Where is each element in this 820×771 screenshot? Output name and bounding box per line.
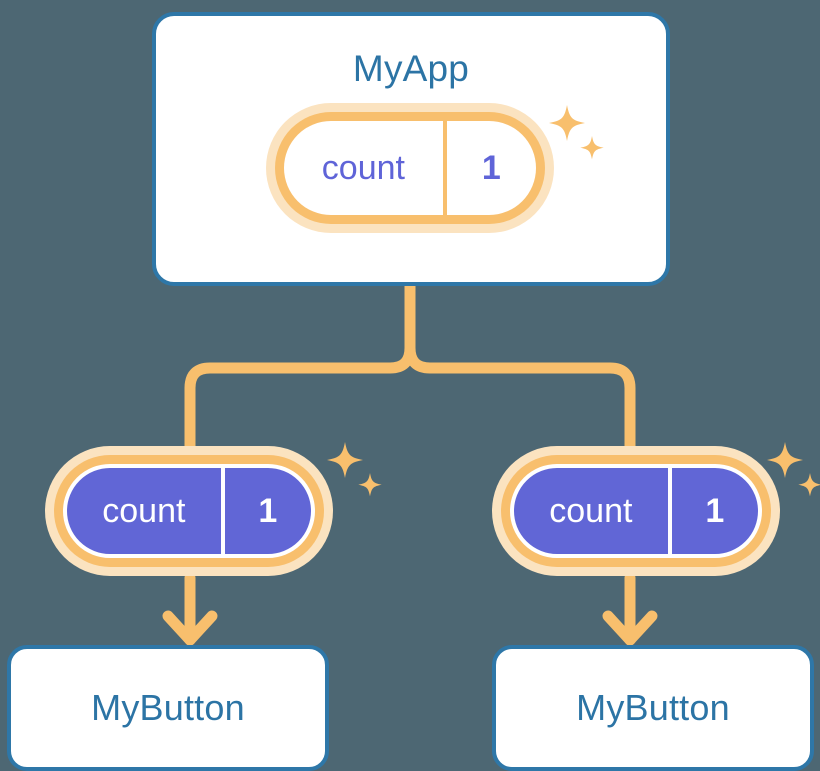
state-pill-child-0[interactable]: count 1 <box>45 446 333 576</box>
state-key: count <box>321 148 405 187</box>
state-pill-child-1[interactable]: count 1 <box>492 446 780 576</box>
pill-body: count 1 <box>63 464 315 558</box>
arrow-head-left <box>162 610 218 646</box>
tree-connector-right <box>404 342 636 458</box>
component-card-mybutton-right[interactable]: MyButton <box>492 645 814 771</box>
arrow-head-right <box>602 610 658 646</box>
component-card-mybutton-left[interactable]: MyButton <box>7 645 329 771</box>
state-value: 1 <box>442 121 536 215</box>
state-key: count <box>102 491 186 530</box>
state-value: 1 <box>667 468 758 554</box>
pill-body: count 1 <box>510 464 762 558</box>
tree-connector <box>184 280 416 458</box>
state-value: 1 <box>220 468 311 554</box>
page-title: MyApp <box>352 48 470 89</box>
component-label: MyButton <box>91 687 245 728</box>
component-label: MyButton <box>576 687 730 728</box>
state-key: count <box>549 491 633 530</box>
pill-body: count 1 <box>284 121 536 215</box>
state-pill-root[interactable]: count 1 <box>266 103 554 233</box>
